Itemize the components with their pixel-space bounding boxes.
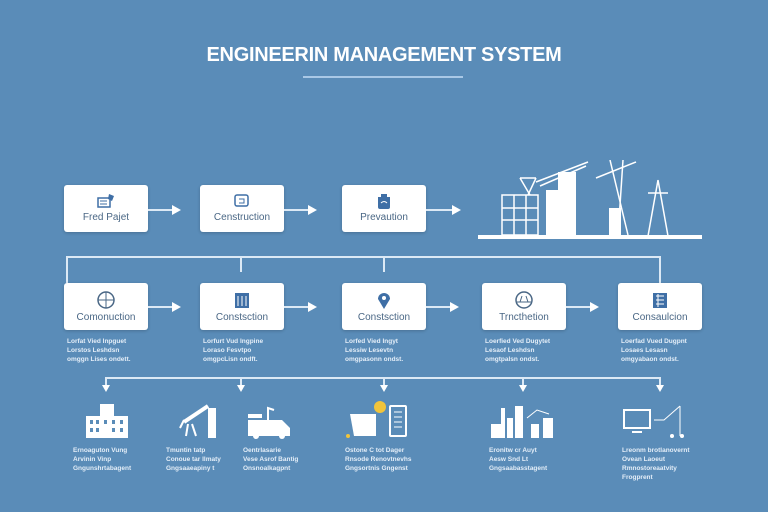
step-label: Constsction — [215, 312, 269, 323]
arrow-down-icon — [380, 385, 388, 392]
top-step-construction[interactable]: Censtruction — [200, 185, 284, 232]
step-box[interactable]: Constsction — [342, 283, 426, 330]
branch-line — [240, 256, 242, 272]
branch-line — [240, 377, 242, 385]
arrow-right-icon — [308, 205, 317, 215]
machinery-clipboard-icon — [346, 401, 407, 438]
arrow-right-icon — [172, 302, 181, 312]
city-skyline-icon — [491, 406, 553, 438]
step-label: Censtruction — [213, 212, 271, 223]
branch-line — [383, 377, 385, 385]
branch-line — [105, 377, 107, 385]
connector — [566, 306, 596, 308]
arrow-down-icon — [102, 385, 110, 392]
top-step-prevaution[interactable]: Prevaution — [342, 185, 426, 232]
arrow-right-icon — [450, 302, 459, 312]
step-label: Fred Pajet — [82, 212, 130, 223]
title-underline — [303, 76, 463, 78]
building-icon — [235, 293, 249, 308]
step-label: Constsction — [357, 312, 411, 323]
step-label: Trncthetion — [499, 312, 549, 323]
arrow-right-icon — [452, 205, 461, 215]
arrow-right-icon — [172, 205, 181, 215]
construction-skyline-illustration — [478, 160, 702, 239]
bag-icon — [378, 194, 390, 209]
top-step-project[interactable]: Fred Pajet — [64, 185, 148, 232]
branch-line — [66, 256, 68, 283]
step-label: Consaulcion — [632, 312, 688, 323]
edit-icon — [234, 194, 249, 207]
step-box[interactable]: Constsction — [200, 283, 284, 330]
globe-icon — [97, 291, 115, 309]
monitor-network-icon — [623, 405, 684, 438]
excavator-icon — [179, 404, 216, 438]
branch-line — [659, 256, 661, 283]
arrow-down-icon — [519, 385, 527, 392]
arrow-right-icon — [308, 302, 317, 312]
branch-line — [659, 377, 661, 385]
step-label: Prevaution — [360, 212, 408, 223]
connector — [426, 306, 456, 308]
connector — [426, 209, 458, 211]
blueprint-icon — [653, 293, 667, 308]
arrow-right-icon — [590, 302, 599, 312]
truck-icon — [248, 406, 290, 439]
branch-line — [105, 377, 660, 379]
step-box[interactable]: Comonuction — [64, 283, 148, 330]
office-building-icon — [86, 404, 128, 438]
connector — [284, 306, 314, 308]
connector — [148, 209, 178, 211]
arrow-down-icon — [656, 385, 664, 392]
branch-line — [522, 377, 524, 385]
branch-line — [66, 256, 660, 258]
helmet-icon — [515, 291, 533, 309]
location-pin-icon — [378, 293, 390, 309]
project-icon — [97, 194, 114, 208]
branch-line — [383, 256, 385, 272]
connector — [148, 306, 178, 308]
page-title: ENGINEERIN MANAGEMENT SYSTEM — [206, 44, 562, 66]
step-box[interactable]: Trncthetion — [482, 283, 566, 330]
step-box[interactable]: Consaulcion — [618, 283, 702, 330]
connector — [284, 209, 314, 211]
arrow-down-icon — [237, 385, 245, 392]
step-label: Comonuction — [76, 312, 136, 323]
